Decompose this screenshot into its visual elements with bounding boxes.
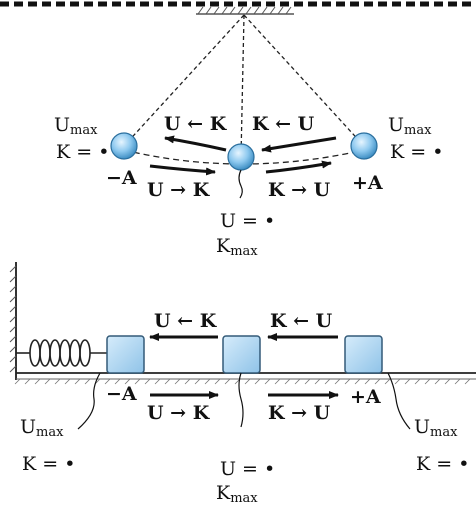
pendulum-left-position-label: −A	[106, 167, 137, 189]
pendulum-right-k-label: K = •	[390, 141, 444, 163]
pendulum-arrow-bottom-left-label: U → K	[147, 179, 210, 201]
spring-left-k-label: K = •	[22, 453, 76, 475]
spring-pointers	[77, 372, 411, 430]
pendulum-arrow-bottom-right-label: K → U	[268, 179, 331, 201]
spring-arrow-bottom-left-label: U → K	[147, 402, 210, 424]
mass-block-right	[344, 335, 383, 374]
spring-arrow-bottom-right-label: K → U	[268, 402, 331, 424]
wall	[9, 262, 17, 380]
pendulum-left-k-label: K = •	[56, 141, 110, 163]
pendulum-bob-left	[110, 132, 138, 160]
spring-left-umax-label: Umax	[20, 416, 64, 440]
spring-arrow-top-left-label: U ← K	[154, 310, 217, 332]
pendulum-arc	[123, 149, 365, 165]
pendulum-arrow-top-left-label: U ← K	[164, 113, 227, 135]
pendulum-strings	[123, 14, 365, 158]
spring-center-u-label: U = •	[220, 458, 276, 480]
floor	[14, 372, 476, 385]
spring-center-kmax-label: Kmax	[216, 482, 258, 506]
pendulum-arrows	[149, 135, 337, 176]
spring-position-left-label: −A	[106, 383, 137, 405]
mass-block-left	[106, 335, 145, 374]
pendulum-center-pointer	[238, 169, 243, 199]
pendulum-bob-right	[350, 132, 378, 160]
pendulum-bob-center	[227, 143, 255, 171]
mass-block-center	[222, 335, 261, 374]
pendulum-center-u-label: U = •	[220, 210, 276, 232]
spring-right-umax-label: Umax	[414, 416, 458, 440]
pendulum-arrow-top-right-label: K ← U	[252, 113, 315, 135]
spring-arrows	[149, 333, 339, 399]
spring-arrow-top-right-label: K ← U	[270, 310, 333, 332]
pendulum-right-position-label: +A	[352, 172, 383, 194]
ceiling-support	[196, 6, 294, 15]
pendulum-center-kmax-label: Kmax	[216, 235, 258, 259]
pendulum-left-umax-label: Umax	[54, 114, 98, 138]
pendulum-right-umax-label: Umax	[388, 114, 432, 138]
spring	[16, 339, 107, 367]
spring-position-right-label: +A	[350, 386, 381, 408]
spring-right-k-label: K = •	[416, 453, 470, 475]
